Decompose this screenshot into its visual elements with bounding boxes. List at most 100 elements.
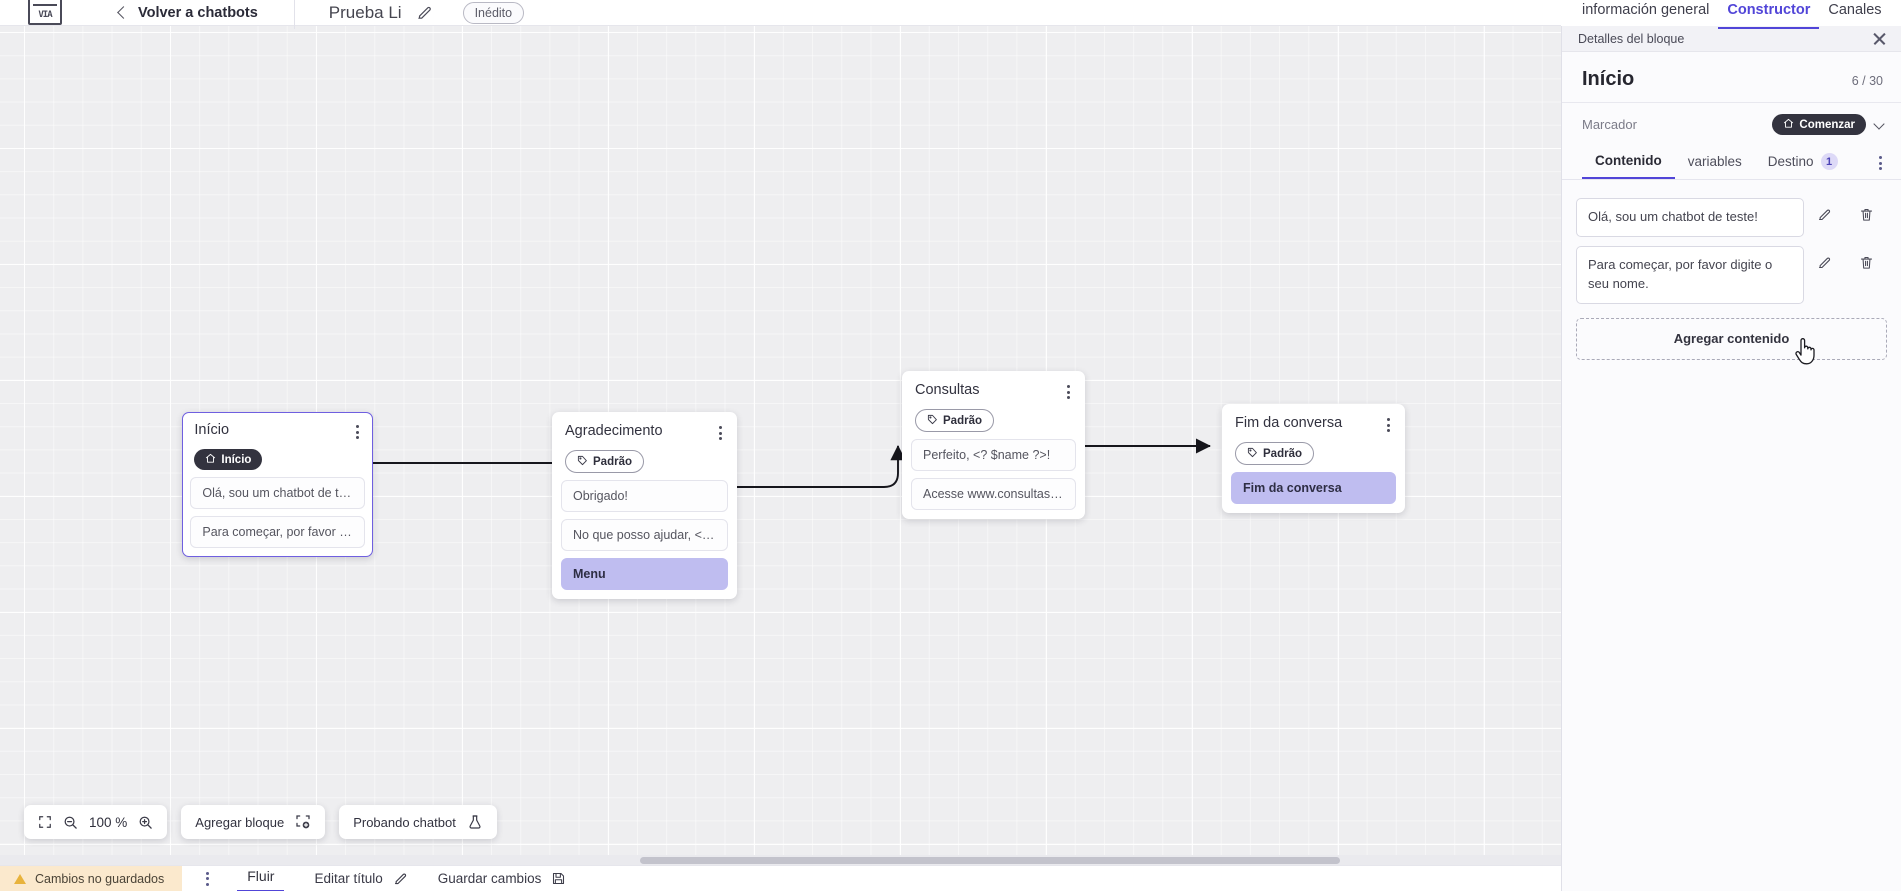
- node-tag-padrao[interactable]: Padrão: [1235, 442, 1314, 465]
- panel-title-row: Início 6 / 30: [1562, 52, 1901, 103]
- test-chatbot-button[interactable]: Probando chatbot: [339, 805, 497, 839]
- pencil-icon[interactable]: [416, 4, 433, 21]
- footer-tab-fluir[interactable]: Fluir: [237, 865, 285, 891]
- flow-node-inicio[interactable]: Início Início Olá, sou um chatbot de tes…: [182, 412, 373, 557]
- canvas-toolbar: 100 % Agregar bloque Probando chatbot: [24, 805, 497, 839]
- node-tag-row: Início: [190, 449, 364, 471]
- tab-canales[interactable]: Canales: [1828, 2, 1882, 18]
- panel-tab-destino[interactable]: Destino 1: [1755, 147, 1851, 179]
- marker-badge-label: Comenzar: [1799, 118, 1855, 131]
- edit-title-button[interactable]: Editar título: [314, 871, 407, 886]
- tag-icon: [577, 455, 588, 469]
- back-to-chatbots-link[interactable]: Volver a chatbots: [138, 4, 258, 21]
- add-block-label: Agregar bloque: [195, 814, 285, 830]
- panel-tab-label: variables: [1687, 154, 1742, 169]
- logo-text: VIA: [38, 9, 52, 20]
- content-item-text[interactable]: Olá, sou um chatbot de teste!: [1576, 198, 1804, 237]
- node-message[interactable]: Obrigado!: [561, 480, 728, 512]
- panel-tab-bar: Contenido variables Destino 1: [1562, 147, 1901, 180]
- content-edit-button[interactable]: [1804, 198, 1846, 222]
- chevron-down-icon[interactable]: [1875, 120, 1885, 130]
- top-bar: VIA Volver a chatbots Prueba Li Inédito: [0, 0, 1561, 29]
- add-block-icon: [295, 814, 311, 830]
- tab-constructor[interactable]: Constructor: [1718, 0, 1820, 29]
- content-item-text[interactable]: Para começar, por favor digite o seu nom…: [1576, 245, 1804, 304]
- footer-bar: Cambios no guardados Fluir Editar título…: [0, 865, 1561, 891]
- node-menu-button[interactable]: [352, 422, 363, 442]
- add-block-button[interactable]: Agregar bloque: [181, 805, 326, 839]
- node-title: Início: [194, 422, 230, 439]
- panel-content-list: Olá, sou um chatbot de teste! Para começ…: [1562, 180, 1901, 360]
- node-tag-label: Padrão: [943, 414, 982, 427]
- node-message[interactable]: Olá, sou um chatbot de teste!: [190, 477, 365, 510]
- node-tag-row: Padrão: [561, 450, 728, 473]
- node-tag-inicio[interactable]: Início: [194, 449, 263, 471]
- node-message[interactable]: Acesse www.consultas.com par...: [911, 478, 1076, 510]
- panel-tabs-menu-button[interactable]: [1874, 151, 1887, 175]
- panel-tab-contenido[interactable]: Contenido: [1582, 147, 1675, 179]
- node-tag-padrao[interactable]: Padrão: [565, 450, 644, 473]
- fit-screen-icon[interactable]: [38, 815, 52, 829]
- tag-icon: [1247, 447, 1258, 461]
- content-delete-button[interactable]: [1846, 246, 1888, 270]
- panel-tab-label: Destino: [1767, 154, 1814, 169]
- close-icon[interactable]: [1872, 31, 1887, 46]
- node-header: Agradecimento: [561, 421, 728, 443]
- content-edit-button[interactable]: [1804, 246, 1846, 270]
- node-message[interactable]: Para começar, por favor digite o ...: [190, 516, 365, 549]
- add-content-button[interactable]: Agregar contenido: [1576, 317, 1887, 360]
- node-menu-button[interactable]: [715, 423, 726, 443]
- chevron-left-icon[interactable]: [114, 6, 128, 20]
- flow-canvas[interactable]: Início Início Olá, sou um chatbot de tes…: [0, 26, 1561, 865]
- marker-controls: Comenzar: [1772, 114, 1885, 135]
- marker-badge[interactable]: Comenzar: [1772, 114, 1866, 135]
- save-changes-button[interactable]: Guardar cambios: [438, 871, 567, 886]
- panel-tab-label: Contenido: [1595, 153, 1662, 168]
- node-tag-label: Padrão: [593, 455, 632, 468]
- node-message[interactable]: No que posso ajudar, <? $name ...: [561, 519, 728, 551]
- home-icon: [1783, 118, 1794, 132]
- zoom-controls: 100 %: [24, 805, 168, 839]
- node-message-menu[interactable]: Menu: [561, 558, 728, 590]
- canvas-hscrollbar-track[interactable]: [0, 855, 1561, 865]
- content-item: Para começar, por favor digite o seu nom…: [1576, 245, 1888, 304]
- content-item: Olá, sou um chatbot de teste!: [1576, 198, 1887, 237]
- tab-informacion-general[interactable]: información general: [1582, 2, 1710, 18]
- node-message-menu[interactable]: Fim da conversa: [1231, 472, 1396, 504]
- flask-icon: [467, 814, 483, 830]
- panel-tab-badge: 1: [1820, 153, 1838, 170]
- unsaved-changes-indicator: Cambios no guardados: [0, 865, 183, 891]
- divider: [293, 0, 295, 29]
- node-tag-padrao[interactable]: Padrão: [915, 409, 994, 432]
- node-tag-row: Padrão: [911, 409, 1076, 432]
- node-tag-label: Padrão: [1263, 447, 1302, 460]
- content-delete-button[interactable]: [1846, 198, 1888, 222]
- node-message[interactable]: Perfeito, <? $name ?>!: [911, 439, 1076, 471]
- zoom-in-icon[interactable]: [138, 815, 153, 830]
- bot-title: Prueba Li: [328, 2, 402, 22]
- block-details-panel: Detalles del bloque Início 6 / 30 Marcad…: [1561, 26, 1901, 891]
- flow-node-consultas[interactable]: Consultas Padrão Perfeito, <? $name ?>! …: [902, 371, 1085, 519]
- flow-node-fim-da-conversa[interactable]: Fim da conversa Padrão Fim da conversa: [1222, 404, 1405, 513]
- app-logo[interactable]: VIA: [28, 0, 62, 25]
- node-title: Consultas: [915, 382, 980, 398]
- tag-icon: [927, 414, 938, 428]
- node-header: Fim da conversa: [1231, 413, 1396, 435]
- node-menu-button[interactable]: [1063, 382, 1074, 402]
- flow-node-agradecimento[interactable]: Agradecimento Padrão Obrigado! No que po…: [552, 412, 737, 599]
- marker-label: Marcador: [1582, 117, 1637, 132]
- panel-header-title: Detalles del bloque: [1578, 31, 1685, 46]
- warning-triangle-icon: [14, 873, 26, 884]
- canvas-hscrollbar-thumb[interactable]: [640, 857, 1340, 864]
- node-header: Consultas: [911, 380, 1076, 402]
- zoom-out-icon[interactable]: [63, 815, 78, 830]
- node-tag-row: Padrão: [1231, 442, 1396, 465]
- save-disk-icon: [551, 871, 566, 886]
- status-badge: Inédito: [462, 1, 525, 24]
- node-menu-button[interactable]: [1383, 415, 1394, 435]
- footer-menu-button[interactable]: [202, 868, 213, 890]
- block-title: Início: [1582, 68, 1635, 90]
- edit-title-label: Editar título: [314, 871, 383, 886]
- block-count: 6 / 30: [1851, 74, 1883, 88]
- panel-tab-variables[interactable]: variables: [1675, 148, 1755, 178]
